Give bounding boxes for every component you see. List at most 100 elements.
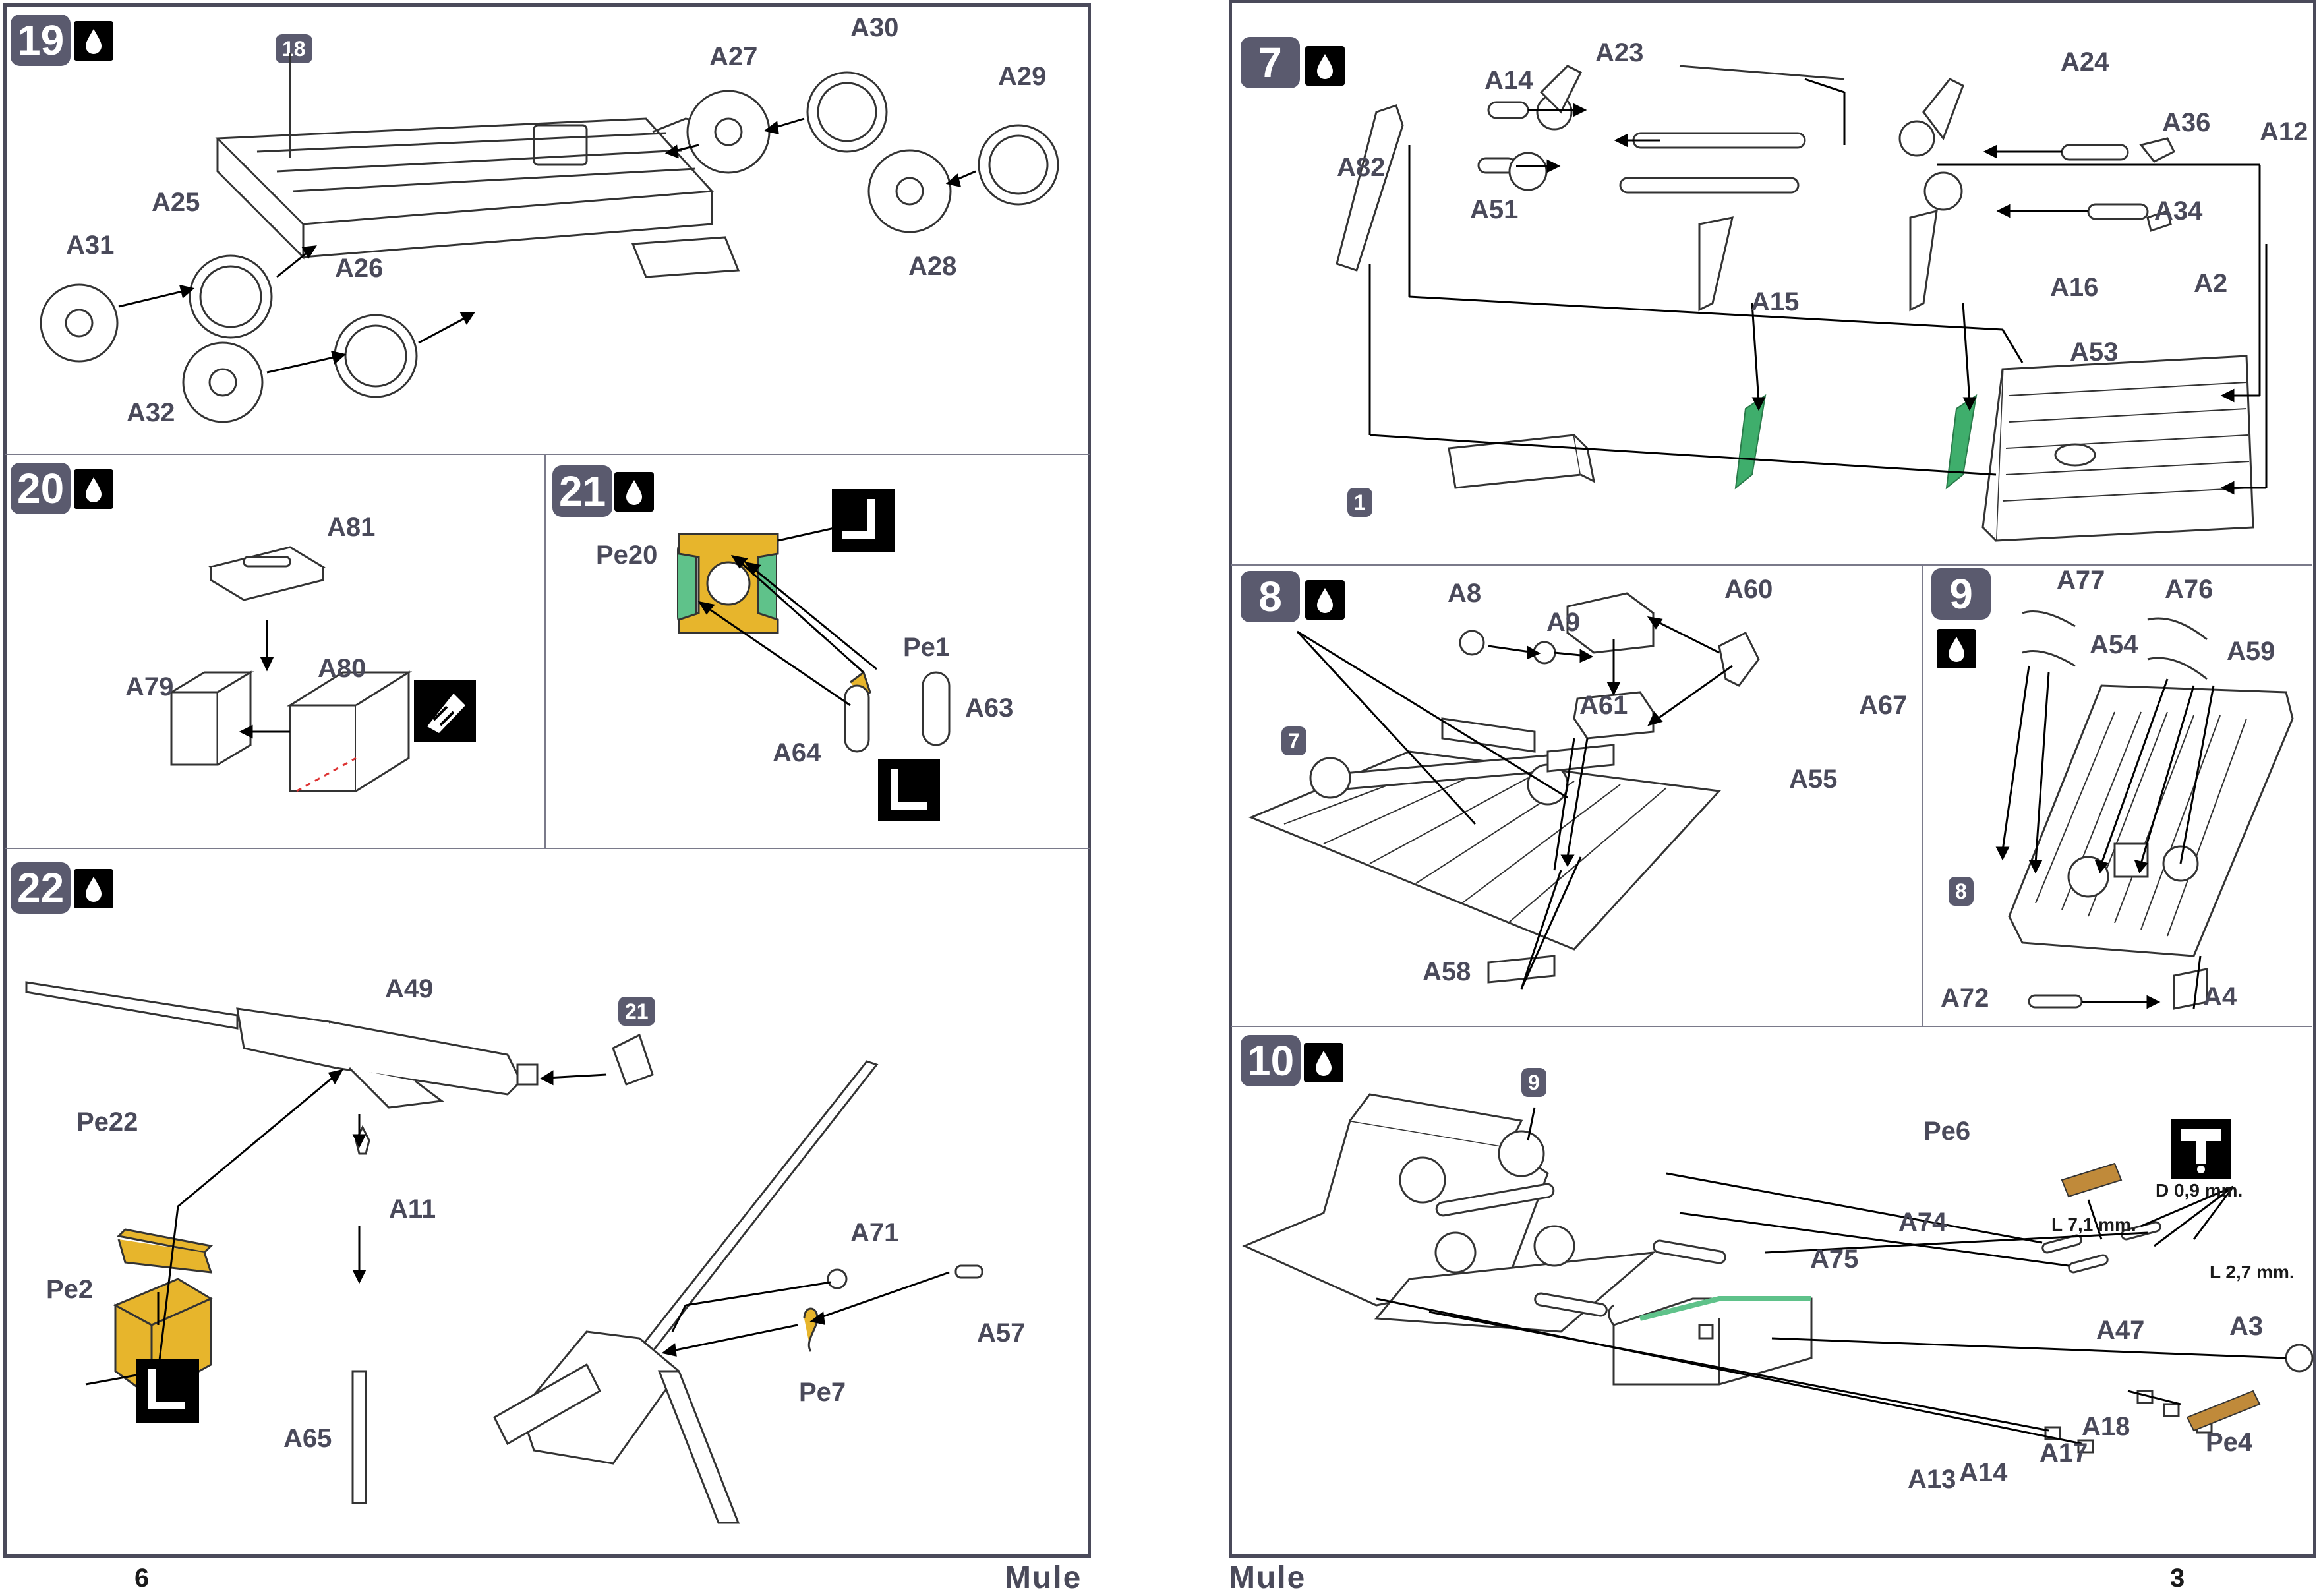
step-20-illustration bbox=[167, 546, 413, 792]
note-diameter: D 0,9 mm. bbox=[2156, 1180, 2243, 1200]
note-length-7-1: L 7,1 mm. bbox=[2051, 1214, 2136, 1235]
page-number: 3 bbox=[2170, 1564, 2185, 1593]
glue-icon bbox=[1305, 46, 1345, 86]
label-a51: A51 bbox=[1470, 195, 1519, 224]
glue-drop-icon bbox=[1317, 54, 1333, 79]
glue-drop-icon bbox=[1317, 588, 1333, 613]
divider-7-8 bbox=[1231, 564, 2312, 566]
label-a9: A9 bbox=[1546, 608, 1581, 637]
glue-icon bbox=[1305, 580, 1345, 620]
label-a28: A28 bbox=[908, 252, 957, 281]
step-22-illustration bbox=[25, 981, 983, 1524]
tag-1: 1 bbox=[1347, 488, 1372, 517]
glue-icon bbox=[1304, 1043, 1343, 1082]
tag-8: 8 bbox=[1949, 877, 1974, 906]
glue-drop-icon bbox=[1949, 637, 1964, 662]
label-a82: A82 bbox=[1337, 153, 1386, 182]
label-a3: A3 bbox=[2229, 1312, 2264, 1341]
glue-icon bbox=[614, 472, 654, 512]
label-a31: A31 bbox=[66, 231, 115, 260]
glue-drop-icon bbox=[626, 480, 642, 505]
glue-icon bbox=[1937, 629, 1976, 668]
label-a12: A12 bbox=[2260, 117, 2308, 146]
label-a81: A81 bbox=[327, 513, 376, 542]
page-title: Mule bbox=[1005, 1560, 1082, 1595]
label-a59: A59 bbox=[2227, 637, 2275, 666]
divider-8-10 bbox=[1231, 1026, 2312, 1027]
label-a8: A8 bbox=[1448, 579, 1482, 608]
step-21-illustration bbox=[677, 526, 951, 753]
label-a61: A61 bbox=[1579, 691, 1628, 720]
photoetch-bend-icon bbox=[136, 1359, 199, 1423]
label-a14-step10: A14 bbox=[1959, 1458, 2008, 1487]
cut-icon bbox=[414, 680, 476, 742]
label-a77: A77 bbox=[2057, 566, 2105, 595]
step-10-illustration bbox=[1242, 1093, 2314, 1454]
tag-9: 9 bbox=[1521, 1068, 1546, 1097]
label-a23: A23 bbox=[1595, 38, 1644, 67]
divider-19-20 bbox=[5, 454, 1090, 455]
note-length-2-7: L 2,7 mm. bbox=[2210, 1262, 2295, 1282]
label-a16: A16 bbox=[2050, 273, 2099, 302]
step-21-number: 21 bbox=[552, 465, 613, 517]
step-8-illustration bbox=[1248, 592, 1760, 990]
label-a11: A11 bbox=[389, 1195, 436, 1224]
drill-bit-icon bbox=[2181, 1129, 2221, 1173]
step-22-number: 22 bbox=[11, 862, 71, 914]
label-a63: A63 bbox=[965, 694, 1014, 723]
left-page: 19 18 bbox=[0, 0, 1094, 1595]
divider-20-22 bbox=[5, 848, 1090, 849]
step-7-illustration bbox=[1336, 65, 2268, 542]
label-a75: A75 bbox=[1810, 1245, 1859, 1274]
glue-drop-icon bbox=[86, 877, 102, 902]
step-19-illustration bbox=[40, 53, 1059, 423]
label-a4: A4 bbox=[2203, 982, 2237, 1011]
page-title: Mule bbox=[1229, 1560, 1306, 1595]
bend-icon bbox=[148, 1369, 185, 1409]
glue-icon bbox=[74, 469, 113, 509]
photoetch-bend-icon bbox=[878, 759, 940, 821]
label-a65: A65 bbox=[283, 1424, 332, 1453]
step-10-number: 10 bbox=[1241, 1035, 1301, 1086]
label-a54: A54 bbox=[2090, 630, 2138, 659]
step-7-number: 7 bbox=[1241, 37, 1300, 88]
step-8-number: 8 bbox=[1241, 571, 1300, 622]
label-a67: A67 bbox=[1859, 691, 1908, 720]
label-a72: A72 bbox=[1941, 984, 1989, 1013]
label-pe7: Pe7 bbox=[799, 1378, 846, 1407]
label-a2: A2 bbox=[2194, 269, 2228, 298]
right-page: 7 1 bbox=[1225, 0, 2319, 1595]
step-20-number: 20 bbox=[11, 463, 71, 514]
label-a64: A64 bbox=[773, 738, 821, 767]
label-a34: A34 bbox=[2154, 196, 2203, 225]
label-a58: A58 bbox=[1423, 957, 1471, 986]
label-a24: A24 bbox=[2061, 47, 2109, 76]
label-a80: A80 bbox=[318, 654, 367, 683]
tag-7: 7 bbox=[1281, 726, 1306, 755]
divider-20-21 bbox=[544, 454, 546, 848]
step-19-number: 19 bbox=[11, 15, 71, 66]
label-a14: A14 bbox=[1484, 66, 1533, 95]
label-a29: A29 bbox=[998, 62, 1047, 91]
label-a57: A57 bbox=[977, 1318, 1026, 1347]
divider-8-9 bbox=[1922, 564, 1923, 1026]
label-a32: A32 bbox=[127, 398, 175, 427]
tag-21: 21 bbox=[618, 997, 655, 1026]
glue-drop-icon bbox=[1316, 1051, 1332, 1076]
label-a17: A17 bbox=[2040, 1438, 2088, 1467]
label-pe22: Pe22 bbox=[76, 1108, 138, 1137]
right-frame bbox=[1229, 0, 2316, 1558]
label-pe6: Pe6 bbox=[1923, 1117, 1971, 1146]
label-a25: A25 bbox=[152, 188, 200, 217]
step-9-number: 9 bbox=[1931, 568, 1991, 620]
label-a71: A71 bbox=[850, 1218, 899, 1247]
left-frame bbox=[3, 3, 1091, 1558]
label-a55: A55 bbox=[1789, 765, 1838, 794]
glue-drop-icon bbox=[86, 29, 102, 54]
photoetch-bend-icon bbox=[832, 489, 895, 552]
step-9-illustration bbox=[1995, 610, 2294, 1010]
knife-icon bbox=[427, 694, 465, 733]
label-a18: A18 bbox=[2082, 1412, 2130, 1441]
label-a15: A15 bbox=[1751, 287, 1800, 316]
drill-icon bbox=[2171, 1119, 2231, 1179]
